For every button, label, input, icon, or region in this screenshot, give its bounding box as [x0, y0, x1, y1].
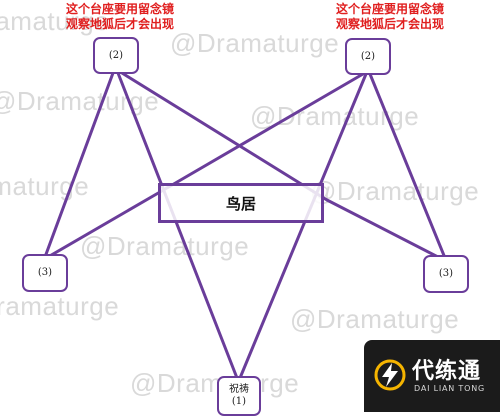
watermark-text: @Dramaturge [170, 28, 339, 58]
brand-lightning-icon [374, 359, 406, 391]
brand-subtitle: DAI LIAN TONG [414, 384, 485, 393]
watermark-layer: @Dramaturge @Dramaturge @Dramaturge @Dra… [0, 6, 479, 398]
brand-logo: 代练通 DAI LIAN TONG [364, 340, 500, 412]
edge-topleft-bottom [116, 71, 239, 380]
watermark-text: @Dramaturge [310, 176, 479, 206]
pedestal-bottom-prayer[interactable]: 祝祷 (1) [217, 376, 261, 416]
pedestal-mid-left[interactable]: (3) [22, 254, 68, 292]
note-right-line1: 这个台座要用留念镜 [335, 2, 444, 16]
pedestal-mid-right[interactable]: (3) [423, 255, 469, 293]
note-left-line1: 这个台座要用留念镜 [65, 2, 174, 16]
pedestal-top-right[interactable]: (2) [345, 38, 391, 75]
note-right-line2: 观察地狐后才会出现 [335, 17, 444, 31]
watermark-text: @Dramaturge [80, 231, 249, 261]
watermark-text: @Dramaturge [0, 86, 159, 116]
edge-topleft-torii-right [120, 71, 329, 202]
note-left-line2: 观察地狐后才会出现 [65, 17, 174, 31]
edge-topright-torii-left [158, 72, 365, 194]
torii-box[interactable]: 鸟居 [158, 183, 324, 223]
pedestal-label: (3) [438, 268, 454, 279]
edge-topright-bottom [238, 72, 368, 380]
torii-label: 鸟居 [225, 194, 256, 213]
connection-lines [43, 71, 447, 380]
pedestal-label: (2) [360, 50, 376, 62]
edge-topright-midright [368, 72, 447, 260]
edge-midright-torii [325, 198, 442, 260]
watermark-text: @Dramaturge [130, 368, 299, 398]
note-left: 这个台座要用留念镜 观察地狐后才会出现 [30, 2, 210, 32]
note-right: 这个台座要用留念镜 观察地狐后才会出现 [300, 2, 480, 32]
pedestal-title: 祝祷 [229, 384, 249, 395]
edge-topleft-midleft [43, 71, 115, 259]
pedestal-label: (2) [108, 49, 124, 61]
pedestal-label: (1) [231, 396, 247, 407]
pedestal-top-left[interactable]: (2) [93, 37, 139, 74]
edge-midleft-torii [46, 190, 162, 259]
watermark-text: @Dramaturge [0, 291, 119, 321]
watermark-text: @Dramaturge [0, 6, 109, 36]
pedestal-label: (3) [37, 267, 53, 278]
watermark-text: @Dramaturge [290, 304, 459, 334]
brand-name: 代练通 [412, 359, 482, 384]
